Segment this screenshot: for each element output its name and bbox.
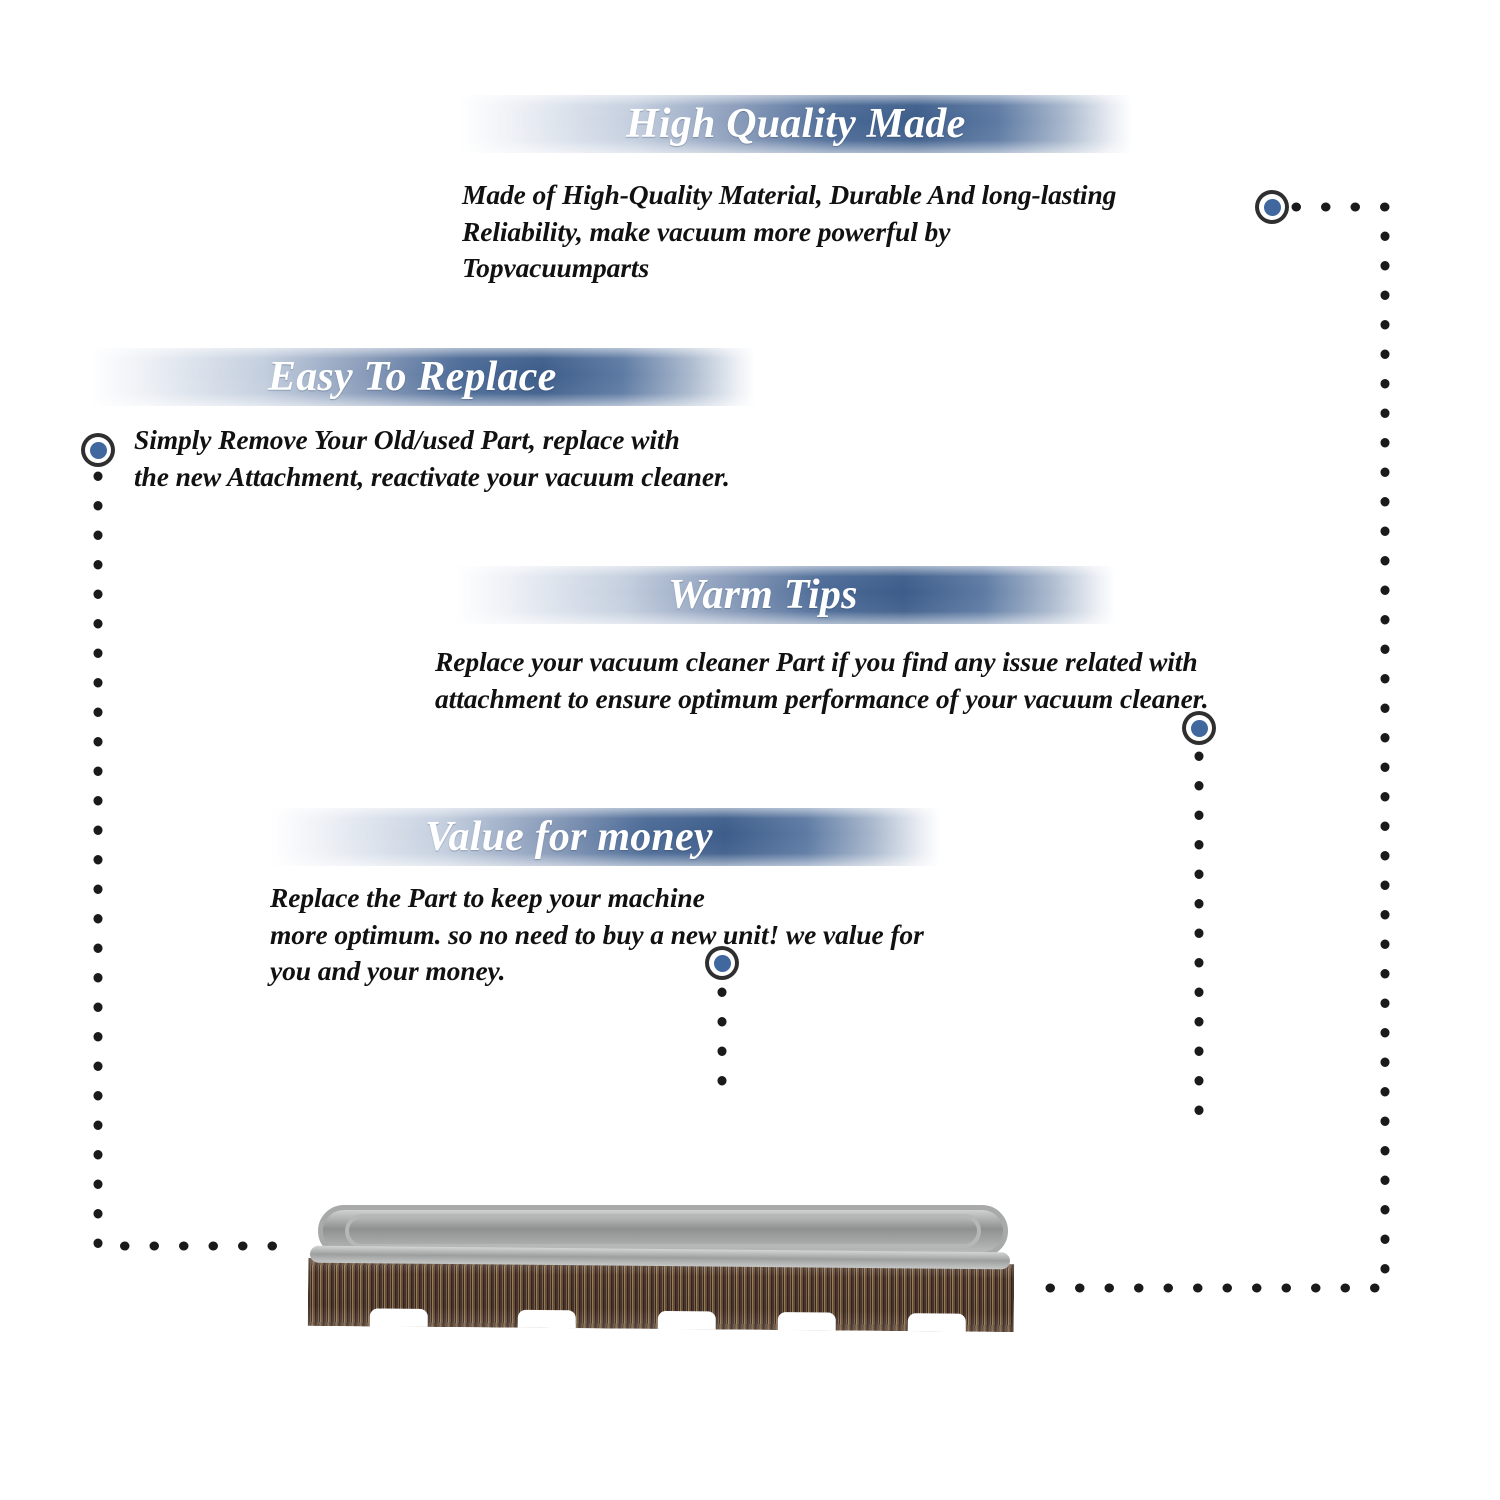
brush-notch xyxy=(907,1313,966,1333)
feature-title: High Quality Made xyxy=(626,101,966,147)
brush-notch xyxy=(777,1312,836,1333)
feature-warm-tips: Warm Tips Replace your vacuum cleaner Pa… xyxy=(435,566,1209,717)
marker-easy-to-replace[interactable] xyxy=(81,433,115,467)
connector-high-quality-made xyxy=(1027,202,1390,1293)
banner-high-quality-made: High Quality Made xyxy=(460,95,1132,153)
feature-body: Replace the Part to keep your machine mo… xyxy=(270,882,924,987)
feature-title: Easy To Replace xyxy=(268,354,557,400)
feature-body: Replace your vacuum cleaner Part if you … xyxy=(435,646,1209,714)
banner-easy-to-replace: Easy To Replace xyxy=(90,348,755,406)
banner-value-for-money: Value for money xyxy=(270,808,940,866)
marker-value-for-money[interactable] xyxy=(705,946,739,980)
product-image-vacuum-dusting-brush xyxy=(300,1205,1025,1335)
feature-body: Made of High-Quality Material, Durable A… xyxy=(462,179,1117,284)
brush-notch xyxy=(517,1309,576,1333)
marker-warm-tips[interactable] xyxy=(1182,711,1216,745)
feature-high-quality-made: High Quality Made Made of High-Quality M… xyxy=(460,95,1132,287)
marker-high-quality-made[interactable] xyxy=(1255,190,1289,224)
brush-bristles xyxy=(307,1257,1015,1333)
feature-body: Simply Remove Your Old/used Part, replac… xyxy=(134,424,730,492)
banner-warm-tips: Warm Tips xyxy=(455,566,1115,624)
feature-value-for-money: Value for money Replace the Part to keep… xyxy=(270,808,940,990)
feature-easy-to-replace: Easy To Replace Simply Remove Your Old/u… xyxy=(90,348,755,495)
feature-title: Value for money xyxy=(425,814,713,860)
brush-notch xyxy=(369,1308,428,1333)
brush-inner-frame xyxy=(345,1214,981,1248)
brush-notch xyxy=(657,1310,716,1333)
feature-title: Warm Tips xyxy=(668,572,858,618)
connector-easy-to-replace xyxy=(93,471,301,1251)
